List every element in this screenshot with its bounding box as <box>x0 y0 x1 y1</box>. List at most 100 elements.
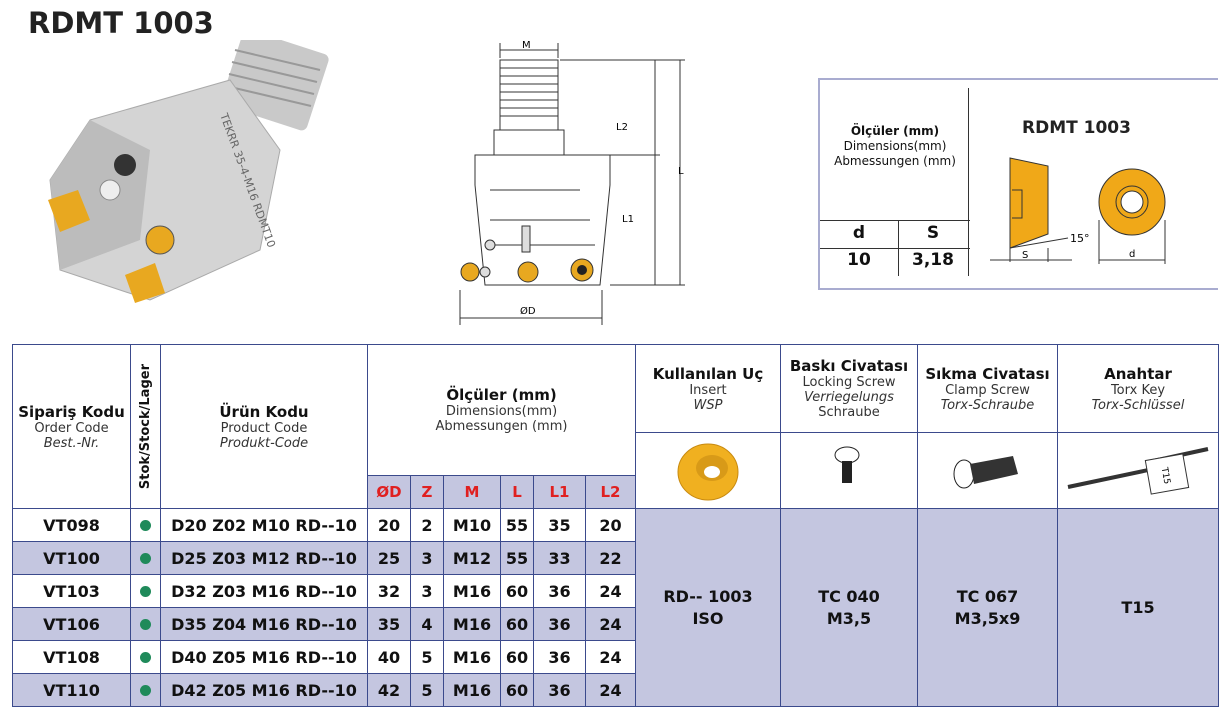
thread-m: M12 <box>443 541 501 575</box>
order-code: VT108 <box>12 640 131 674</box>
length-l: 55 <box>500 541 534 575</box>
thread-m: M16 <box>443 673 501 707</box>
length-l1: 36 <box>533 607 586 641</box>
table-row: VT103 D32 Z03 M16 RD--10 32 3 M16 60 36 … <box>12 574 1219 608</box>
order-code: VT098 <box>12 508 131 542</box>
in-stock-dot-icon <box>140 519 151 531</box>
diameter: 40 <box>367 640 411 674</box>
length-l: 60 <box>500 574 534 608</box>
col-l: L <box>500 475 534 509</box>
in-stock-dot-icon <box>140 651 151 663</box>
length-l2: 24 <box>585 673 636 707</box>
insert-drawing: 15° S d <box>990 157 1166 264</box>
svg-text:L1: L1 <box>622 214 634 225</box>
svg-text:T15: T15 <box>1159 465 1172 484</box>
page-title: RDMT 1003 <box>28 6 214 40</box>
milling-cutter-photo: TEKRR 35-4-M16 RDMT10 <box>48 40 329 303</box>
stock-indicator <box>130 541 161 575</box>
dims-heading: Ölçüler (mm) <box>850 124 940 138</box>
svg-text:L2: L2 <box>616 122 628 133</box>
teeth: 3 <box>410 574 444 608</box>
table-row: VT108 D40 Z05 M16 RD--10 40 5 M16 60 36 … <box>12 640 1219 674</box>
svg-text:M: M <box>522 40 531 51</box>
teeth: 5 <box>410 673 444 707</box>
insert-dimension-box: Ölçüler (mm) Dimensions(mm) Abmessungen … <box>818 78 1218 290</box>
product-code: D20 Z02 M10 RD--10 <box>160 508 368 542</box>
order-code: VT103 <box>12 574 131 608</box>
thread-m: M10 <box>443 508 501 542</box>
tool-dimension-drawing: M L2 L L1 ØD <box>459 40 685 325</box>
product-code: D35 Z04 M16 RD--10 <box>160 607 368 641</box>
in-stock-dot-icon <box>140 552 151 564</box>
in-stock-dot-icon <box>140 684 151 696</box>
product-code: D40 Z05 M16 RD--10 <box>160 640 368 674</box>
table-row: VT100 D25 Z03 M12 RD--10 25 3 M12 55 33 … <box>12 541 1219 575</box>
header-dimensions: Ölçüler (mm)Dimensions(mm)Abmessungen (m… <box>367 344 636 476</box>
teeth: 3 <box>410 541 444 575</box>
torx-key-spec: T15 <box>1057 508 1219 707</box>
thread-m: M16 <box>443 640 501 674</box>
insert-title: RDMT 1003 <box>1022 118 1131 138</box>
length-l1: 36 <box>533 574 586 608</box>
value-s: 3,18 <box>912 250 954 270</box>
diameter: 35 <box>367 607 411 641</box>
length-l: 55 <box>500 508 534 542</box>
length-l1: 33 <box>533 541 586 575</box>
order-code: VT110 <box>12 673 131 707</box>
length-l2: 24 <box>585 607 636 641</box>
teeth: 2 <box>410 508 444 542</box>
col-l2: L2 <box>585 475 636 509</box>
col-z: Z <box>410 475 444 509</box>
length-l1: 35 <box>533 508 586 542</box>
thread-m: M16 <box>443 607 501 641</box>
diameter: 25 <box>367 541 411 575</box>
stock-indicator <box>130 607 161 641</box>
diameter: 20 <box>367 508 411 542</box>
length-l1: 36 <box>533 673 586 707</box>
col-s: S <box>926 223 940 243</box>
dims-heading-en: Dimensions(mm) <box>843 139 947 153</box>
diameter: 42 <box>367 673 411 707</box>
length-l: 60 <box>500 607 534 641</box>
teeth: 5 <box>410 640 444 674</box>
stock-indicator <box>130 508 161 542</box>
col-diameter: ØD <box>367 475 411 509</box>
svg-text:d: d <box>1129 249 1135 260</box>
product-code: D32 Z03 M16 RD--10 <box>160 574 368 608</box>
svg-text:ØD: ØD <box>520 305 536 317</box>
teeth: 4 <box>410 607 444 641</box>
svg-text:S: S <box>1022 250 1028 261</box>
length-l2: 22 <box>585 541 636 575</box>
col-d: d <box>852 223 866 243</box>
locking-screw-image <box>780 432 918 509</box>
in-stock-dot-icon <box>140 618 151 630</box>
col-l1: L1 <box>533 475 586 509</box>
table-row: VT110 D42 Z05 M16 RD--10 42 5 M16 60 36 … <box>12 673 1219 707</box>
table-row: VT098 D20 Z02 M10 RD--10 20 2 M10 55 35 … <box>12 508 1219 707</box>
length-l2: 24 <box>585 640 636 674</box>
length-l1: 36 <box>533 640 586 674</box>
value-d: 10 <box>847 250 871 270</box>
length-l: 60 <box>500 640 534 674</box>
length-l: 60 <box>500 673 534 707</box>
product-code: D25 Z03 M12 RD--10 <box>160 541 368 575</box>
thread-m: M16 <box>443 574 501 608</box>
order-code: VT100 <box>12 541 131 575</box>
header-stock: Stok/Stock/Lager <box>130 344 161 509</box>
col-m: M <box>443 475 501 509</box>
svg-text:15°: 15° <box>1070 232 1090 245</box>
order-code: VT106 <box>12 607 131 641</box>
stock-indicator <box>130 574 161 608</box>
length-l2: 24 <box>585 574 636 608</box>
in-stock-dot-icon <box>140 585 151 597</box>
dims-heading-de: Abmessungen (mm) <box>834 154 956 168</box>
